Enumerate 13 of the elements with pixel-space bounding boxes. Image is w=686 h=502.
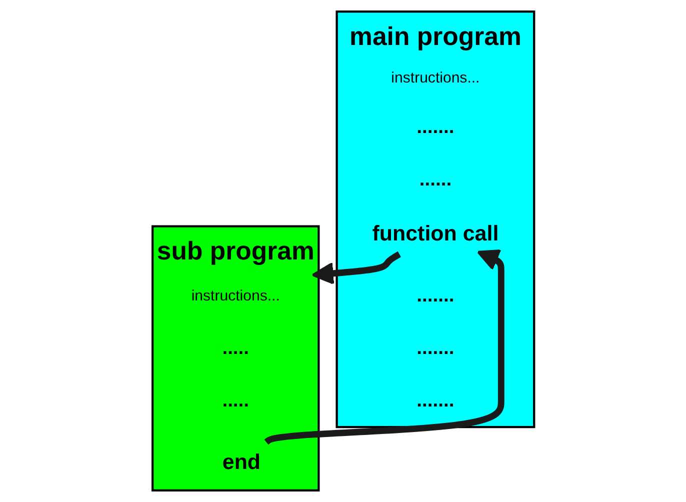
node-text: end xyxy=(222,450,260,474)
node-text: ....... xyxy=(416,389,454,411)
node-text: ....... xyxy=(416,336,454,358)
node-text: ..... xyxy=(222,389,249,411)
arrow xyxy=(264,249,504,445)
node-text: ..... xyxy=(222,336,249,358)
node-text: instructions... xyxy=(390,68,480,86)
arrow xyxy=(311,251,401,285)
node-text: function call xyxy=(372,222,498,246)
node-text: ....... xyxy=(416,284,454,306)
node-text: instructions... xyxy=(190,286,280,304)
node-text: ...... xyxy=(418,168,452,190)
node-text: ....... xyxy=(416,116,454,138)
